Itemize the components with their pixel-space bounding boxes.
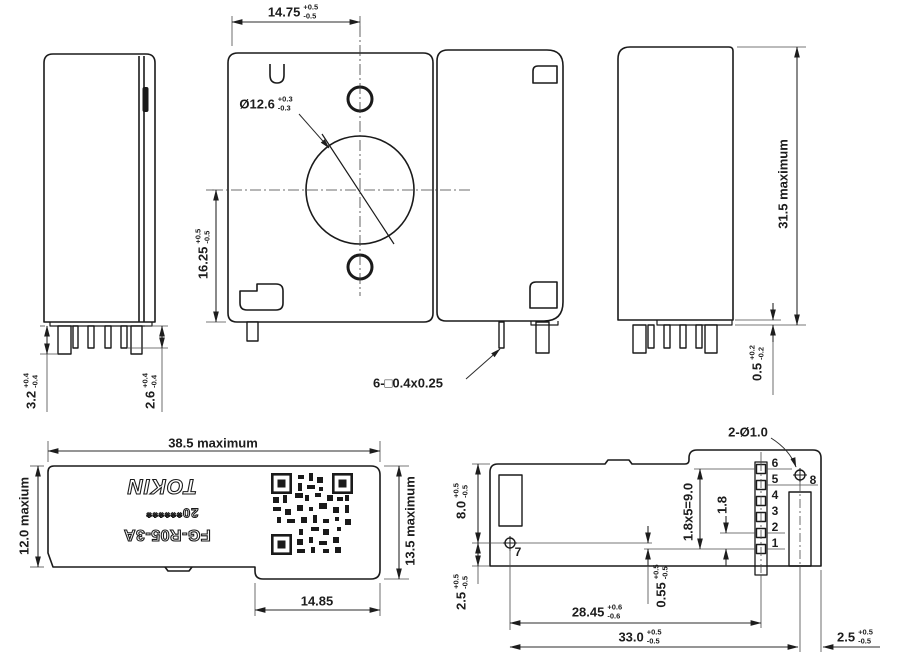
- dims-left-view: [40, 325, 168, 412]
- hole8-label: 8: [809, 473, 817, 487]
- pin3-label: 3: [771, 504, 779, 518]
- dim-hole-to-edge: 2.5 +0.5-0.5: [451, 574, 469, 610]
- hole7-label: 7: [514, 545, 522, 559]
- dim-hole-diameter: Ø12.6 +0.3-0.3: [239, 94, 293, 112]
- pins-front-view: [246, 321, 559, 354]
- pins-left-view: [57, 325, 143, 355]
- dim-step-width: 13.5 maximum: [402, 474, 418, 568]
- terminal-note: 6-□0.4x0.25: [372, 375, 444, 391]
- corner-cutout-bottom-right: [529, 281, 558, 309]
- dim-standoff: 0.5 +0.2-0.2: [747, 345, 765, 381]
- side-view-left: [43, 53, 156, 355]
- brand-logo: TOKIN: [126, 474, 197, 498]
- side-view-right: [617, 46, 734, 354]
- qr-code: [270, 472, 353, 555]
- dim-overall-height: 31.5 maximum: [775, 139, 791, 229]
- pin6-label: 6: [771, 456, 779, 470]
- holes-note: 2-Ø1.0: [728, 424, 768, 440]
- dim-hole-to-pins: 28.45 +0.6-0.6: [569, 602, 625, 621]
- marking-code: 20******: [145, 505, 199, 521]
- dim-hole-to-hole: 33.0 +0.5-0.5: [616, 627, 664, 646]
- dim-pin-short: 2.6 +0.4-0.4: [140, 373, 158, 409]
- keyhole-notch: [269, 64, 285, 84]
- corner-notch-bottom-left: [239, 283, 284, 311]
- top-view: [47, 465, 381, 580]
- dim-pin-pitch: 1.8: [714, 495, 730, 515]
- corner-cutout-top-right: [532, 65, 558, 84]
- part-number: FG-R05-3A: [123, 525, 211, 543]
- pin1-label: 1: [771, 536, 779, 550]
- dim-body-width: 12.0 maxium: [16, 476, 32, 556]
- pin5-label: 5: [771, 472, 779, 486]
- side-latch-tab: [142, 87, 149, 112]
- bottom-edge-tab: [164, 566, 193, 572]
- dims-top-view: [30, 441, 409, 616]
- dim-front-width: 14.75 +0.5-0.5: [267, 2, 319, 20]
- pins-right-view: [632, 324, 718, 354]
- dim-edge-to-hole: 8.0 +0.5-0.5: [451, 483, 469, 519]
- pin2-label: 2: [771, 520, 779, 534]
- dims-front-view: [206, 16, 501, 380]
- dim-front-height: 16.25 +0.5-0.5: [193, 228, 211, 280]
- dim-pin-long: 3.2 +0.4-0.4: [21, 373, 39, 409]
- dims-right-view: [735, 46, 806, 395]
- dim-pin-pitch-total: 1.8x5=9.0: [680, 482, 696, 542]
- pin4-label: 4: [771, 488, 779, 502]
- dim-offset: 0.55 +0.5-0.5: [651, 564, 669, 608]
- dim-step-length: 14.85: [298, 593, 336, 609]
- dim-right-edge: 2.5 +0.5-0.5: [837, 627, 873, 645]
- dims-bottom-view: [472, 437, 880, 652]
- dim-overall-length: 38.5 maximum: [166, 435, 260, 451]
- centerlines-front: [212, 26, 472, 296]
- slot-left: [498, 474, 523, 527]
